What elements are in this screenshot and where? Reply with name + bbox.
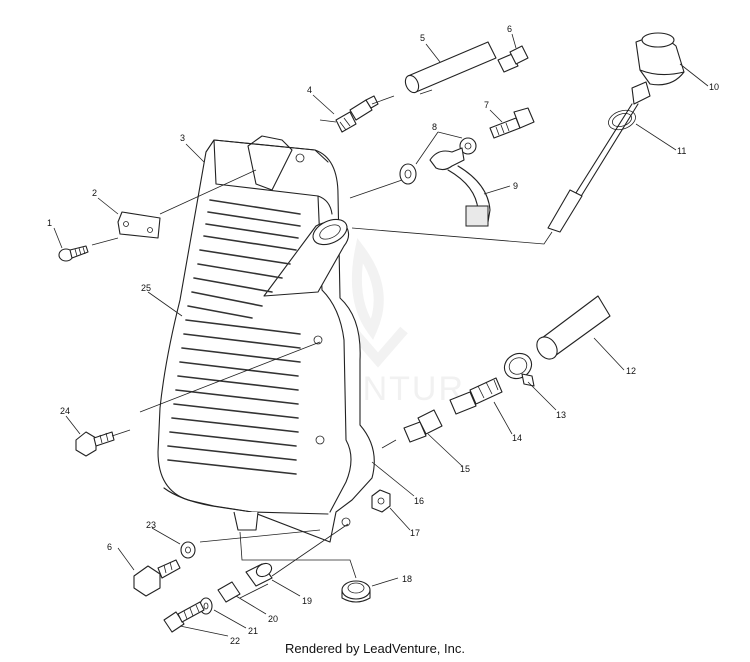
callout-9: 9 xyxy=(513,181,518,191)
part-bolt-7 xyxy=(489,107,535,139)
callout-6: 6 xyxy=(507,24,512,34)
callout-20: 20 xyxy=(268,614,278,624)
tank-ribs xyxy=(167,199,301,475)
callout-16: 16 xyxy=(414,496,424,506)
callout-18: 18 xyxy=(402,574,412,584)
callout-22: 22 xyxy=(230,636,240,646)
render-credit: Rendered by LeadVenture, Inc. xyxy=(285,641,465,656)
part-bushing-20 xyxy=(217,581,241,603)
part-grommet-18 xyxy=(341,580,371,603)
part-bolt-6-lower xyxy=(133,559,181,597)
callout-14: 14 xyxy=(512,433,522,443)
part-bolt-22 xyxy=(163,601,205,633)
part-clamp-13 xyxy=(503,352,535,387)
part-line-9 xyxy=(447,165,491,227)
callout-12: 12 xyxy=(626,366,636,376)
part-fitting-15 xyxy=(403,409,443,443)
callout-6-lower: 6 xyxy=(107,542,112,552)
part-fitting-6-top xyxy=(497,45,529,73)
callout-labels: 1 2 3 4 5 6 7 8 9 10 11 12 13 14 15 16 1… xyxy=(47,24,719,646)
callout-8: 8 xyxy=(432,122,437,132)
part-washer-23 xyxy=(180,541,196,559)
part-hose-12 xyxy=(536,295,611,360)
callout-19: 19 xyxy=(302,596,312,606)
part-spacer-19 xyxy=(245,562,273,587)
callout-25: 25 xyxy=(141,283,151,293)
callout-11: 11 xyxy=(677,146,686,156)
part-fitting-4 xyxy=(335,95,379,133)
callout-21: 21 xyxy=(248,626,258,636)
callout-7: 7 xyxy=(484,100,489,110)
callout-24: 24 xyxy=(60,406,70,416)
oil-tank xyxy=(157,135,375,543)
callout-4: 4 xyxy=(307,85,312,95)
callout-17: 17 xyxy=(410,528,420,538)
part-hose-5 xyxy=(404,41,497,94)
callout-2: 2 xyxy=(92,188,97,198)
part-bracket-2 xyxy=(117,211,161,239)
callout-13: 13 xyxy=(556,410,566,420)
leader-lines xyxy=(53,33,709,637)
callout-3: 3 xyxy=(180,133,185,143)
part-washers-8 xyxy=(399,137,477,185)
callout-23: 23 xyxy=(146,520,156,530)
callout-1: 1 xyxy=(47,218,52,228)
part-nut-17 xyxy=(371,489,391,513)
part-fitting-14 xyxy=(449,377,503,415)
callout-5: 5 xyxy=(420,33,425,43)
callout-10: 10 xyxy=(709,82,719,92)
part-dipstick-10-11 xyxy=(547,32,685,233)
part-screw-1 xyxy=(58,245,89,262)
part-bolt-24 xyxy=(75,431,115,457)
callout-15: 15 xyxy=(460,464,470,474)
